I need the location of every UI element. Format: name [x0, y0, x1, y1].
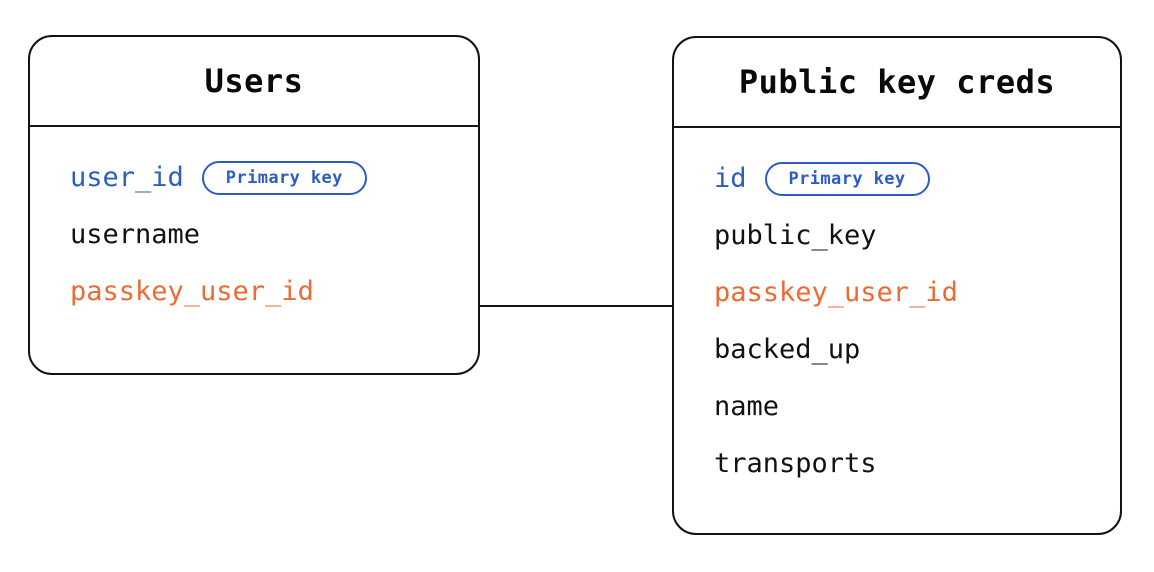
entity-users-title: Users	[204, 62, 304, 100]
field-name-passkey-user-id: passkey_user_id	[714, 277, 958, 308]
field-name-id: id	[714, 163, 747, 194]
entity-public-key-creds-title: Public key creds	[738, 63, 1056, 101]
entity-public-key-creds[interactable]: Public key creds id Primary key public_k…	[672, 36, 1122, 535]
field-name-name: name	[714, 391, 780, 422]
field-name-transports: transports	[714, 448, 877, 479]
field-name-passkey-user-id: passkey_user_id	[70, 276, 314, 307]
field-row[interactable]: name	[674, 378, 1120, 435]
primary-key-badge: Primary key	[201, 160, 367, 195]
entity-public-key-creds-header: Public key creds	[674, 38, 1120, 128]
relationship-connector-line	[480, 305, 673, 307]
field-row[interactable]: passkey_user_id	[674, 264, 1120, 321]
entity-users-header: Users	[30, 37, 478, 127]
entity-public-key-creds-field-list: id Primary key public_key passkey_user_i…	[674, 128, 1120, 533]
entity-users[interactable]: Users user_id Primary key username passk…	[28, 35, 480, 375]
field-row[interactable]: backed_up	[674, 321, 1120, 378]
field-name-user-id: user_id	[70, 162, 184, 193]
field-row[interactable]: transports	[674, 435, 1120, 492]
field-row[interactable]: id Primary key	[674, 150, 1120, 207]
field-row[interactable]: public_key	[674, 207, 1120, 264]
field-name-backed-up: backed_up	[714, 334, 861, 365]
field-name-public-key: public_key	[714, 220, 877, 251]
entity-users-field-list: user_id Primary key username passkey_use…	[30, 127, 478, 373]
field-row[interactable]: user_id Primary key	[30, 149, 478, 206]
field-row[interactable]: passkey_user_id	[30, 263, 478, 320]
field-row[interactable]: username	[30, 206, 478, 263]
primary-key-badge: Primary key	[764, 161, 930, 196]
field-name-username: username	[70, 219, 201, 250]
